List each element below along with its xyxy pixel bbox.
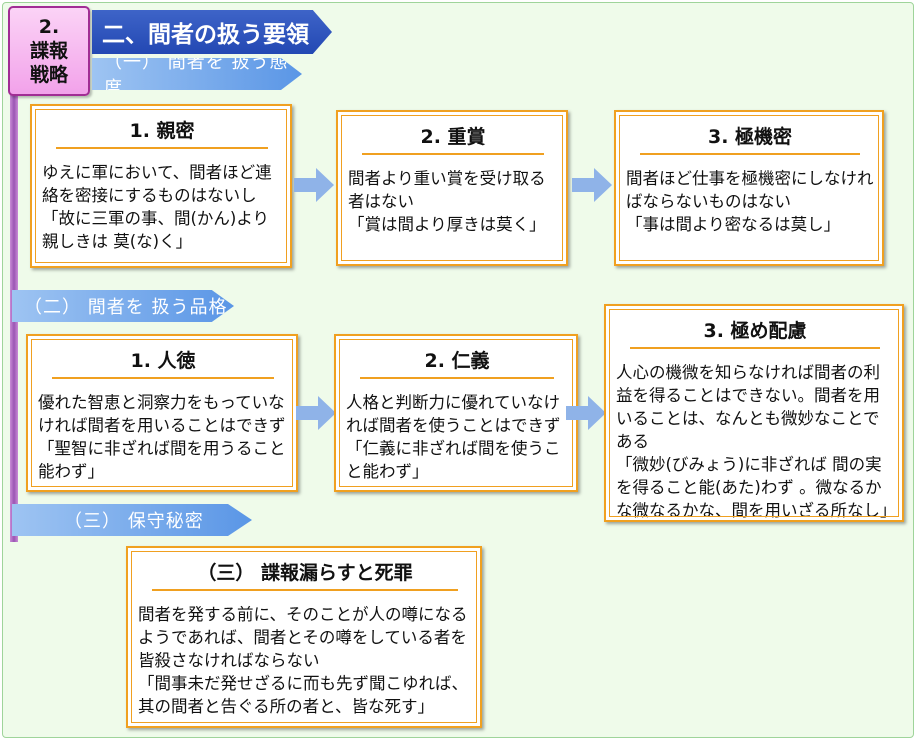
box-quote-jingi: 「仁義に非ざれば間を使うこと能わず」 <box>346 439 561 481</box>
box-title-kyokumehairyo: 3. 極め配慮 <box>630 316 880 349</box>
box-quote-shizai: 「間事未だ発せざるに而も先ず聞こゆれば、其の間者と告ぐる所の者と、皆な死す」 <box>138 674 468 716</box>
box-title-jingi: 2. 仁義 <box>360 346 554 379</box>
box-quote-shinmitsu: 「故に三軍の事、間(かん)より親しきは 莫(な)く」 <box>42 209 270 251</box>
box-kyokumehairyo: 3. 極め配慮 人心の機微を知らなければ間者の利益を得ることはできない。間者を用… <box>604 304 904 522</box>
box-title-shizai: （三） 諜報漏らすと死罪 <box>152 558 458 591</box>
section-banner-2: （二） 間者を 扱う品格 <box>12 290 234 322</box>
chapter-label-line1: 諜報 <box>29 40 68 62</box>
box-shizai: （三） 諜報漏らすと死罪 間者を発する前に、そのことが人の噂になるようであれば、… <box>126 546 482 728</box>
box-quote-jintoku: 「聖智に非ざれば間を用うること能わず」 <box>38 439 286 481</box>
right-arrow-icon <box>572 168 612 202</box>
section-banner-3: （三） 保守秘密 <box>12 504 252 536</box>
box-text-kyokumehairyo: 人心の機微を知らなければ間者の利益を得ることはできない。間者を用いることは、なん… <box>616 363 880 451</box>
box-title-jusho: 2. 重賞 <box>362 122 544 155</box>
box-quote-jusho: 「賞は間より厚きは莫く」 <box>348 215 546 234</box>
chapter-badge: 2. 諜報 戦略 <box>8 6 90 96</box>
right-arrow-icon <box>566 396 606 430</box>
box-gokukimitsu: 3. 極機密 間者ほど仕事を極機密にしなければならないものはない 「事は間より密… <box>614 110 884 266</box>
box-jingi: 2. 仁義 人格と判断力に優れていなければ間者を使うことはできず 「仁義に非ざれ… <box>334 334 578 492</box>
chapter-label-line2: 戦略 <box>29 64 68 86</box>
box-text-shinmitsu: ゆえに軍において、間者ほど連絡を密接にするものはないし <box>42 163 272 205</box>
page-title-banner: 二、間者の扱う要領 <box>92 10 332 54</box>
box-quote-gokukimitsu: 「事は間より密なるは莫し」 <box>626 215 841 234</box>
box-title-shinmitsu: 1. 親密 <box>56 116 268 149</box>
box-jusho: 2. 重賞 間者より重い賞を受け取る者はない 「賞は間より厚きは莫く」 <box>336 110 568 266</box>
box-text-jusho: 間者より重い賞を受け取る者はない <box>348 169 546 211</box>
box-text-jingi: 人格と判断力に優れていなければ間者を使うことはできず <box>346 393 561 435</box>
section-label-1: （一） 間者を 扱う態度 <box>104 52 289 99</box>
section-label-2: （二） 間者を 扱う品格 <box>24 297 228 318</box>
box-jintoku: 1. 人徳 優れた智恵と洞察力をもっていなければ間者を用いることはできず 「聖智… <box>26 334 298 492</box>
right-arrow-icon <box>294 168 334 202</box>
box-text-jintoku: 優れた智恵と洞察力をもっていなければ間者を用いることはできず <box>38 393 286 435</box>
box-text-gokukimitsu: 間者ほど仕事を極機密にしなければならないものはない <box>626 169 874 211</box>
box-quote-kyokumehairyo: 「微妙(びみょう)に非ざれば 間の実を得ること能(あた)わず 。微なるかな微なる… <box>616 455 897 520</box>
box-title-jintoku: 1. 人徳 <box>52 346 274 379</box>
chapter-number: 2. <box>38 16 60 38</box>
box-title-gokukimitsu: 3. 極機密 <box>640 122 860 155</box>
section-banner-1: （一） 間者を 扱う態度 <box>92 58 302 90</box>
box-text-shizai: 間者を発する前に、そのことが人の噂になるようであれば、間者とその噂をしている者を… <box>138 605 468 670</box>
box-shinmitsu: 1. 親密 ゆえに軍において、間者ほど連絡を密接にするものはないし 「故に三軍の… <box>30 104 292 268</box>
right-arrow-icon <box>296 396 336 430</box>
section-label-3: （三） 保守秘密 <box>64 511 204 532</box>
page-title: 二、間者の扱う要領 <box>102 22 309 48</box>
